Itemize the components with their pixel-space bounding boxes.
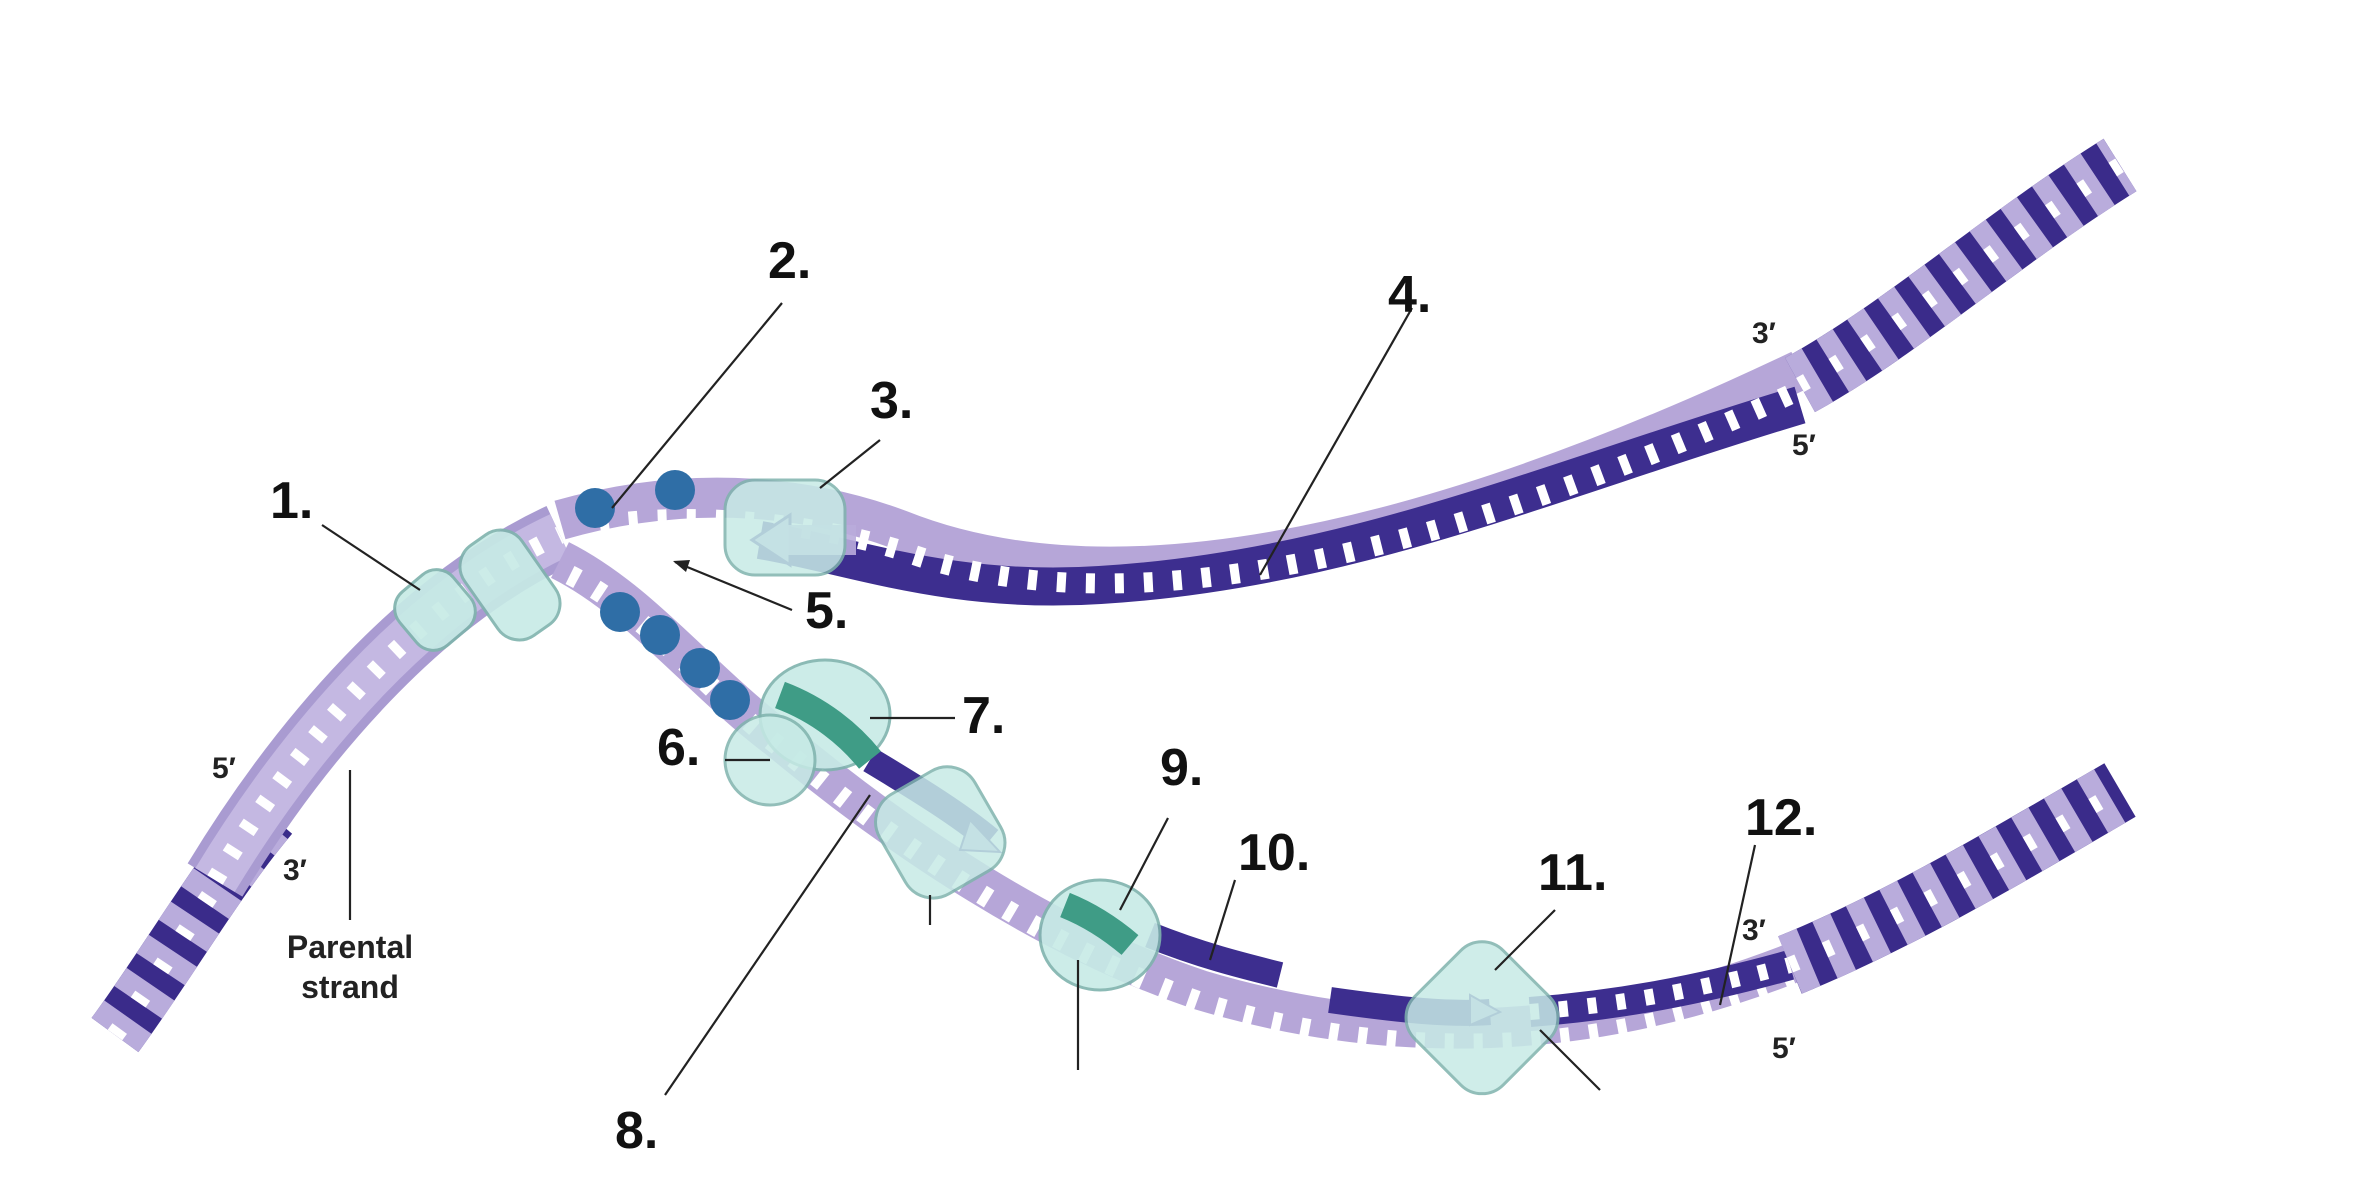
leader-lines	[321, 302, 1757, 1096]
label-11: 11.	[1538, 844, 1607, 902]
top-right-helix	[1785, 138, 2137, 413]
bottom-five-prime: 5′	[1772, 1032, 1796, 1065]
ligase-protein	[1404, 940, 1560, 1096]
label-9: 9.	[1160, 739, 1203, 797]
parental-strand-line2: strand	[301, 969, 399, 1005]
top-five-prime: 5′	[1792, 429, 1816, 462]
label-6: 6.	[657, 719, 700, 777]
parental-strand-line1: Parental	[287, 929, 413, 965]
label-4: 4.	[1388, 266, 1431, 324]
label-7: 7.	[962, 687, 1005, 745]
label-12: 12.	[1745, 789, 1817, 847]
label-10: 10.	[1238, 824, 1310, 882]
bottom-arm-lagging-strand	[550, 542, 1808, 1054]
number-labels: 1. 2. 3. 4. 5. 6. 7. 8. 9. 10. 11. 12.	[270, 232, 1817, 1160]
label-5: 5.	[805, 582, 848, 640]
label-3: 3.	[870, 372, 913, 430]
leading-polymerase	[723, 478, 847, 577]
top-three-prime: 3′	[1752, 317, 1776, 350]
label-1: 1.	[270, 472, 313, 530]
primer-lagging	[1038, 878, 1162, 992]
single-strand-binding-proteins	[575, 470, 750, 720]
bottom-right-helix	[1778, 763, 2136, 994]
strand-end-labels: 5′ 3′ 3′ 5′ 3′ 5′	[212, 317, 1816, 1065]
left-five-prime: 5′	[212, 752, 236, 785]
left-three-prime: 3′	[283, 854, 307, 887]
label-2: 2.	[768, 232, 811, 290]
helicase-protein	[458, 528, 562, 642]
parental-strand-label: Parental strand	[287, 929, 413, 1005]
lagging-polymerase	[874, 765, 1007, 900]
topoisomerase-protein	[393, 568, 477, 652]
bottom-three-prime: 3′	[1742, 914, 1766, 947]
label-8: 8.	[615, 1102, 658, 1160]
